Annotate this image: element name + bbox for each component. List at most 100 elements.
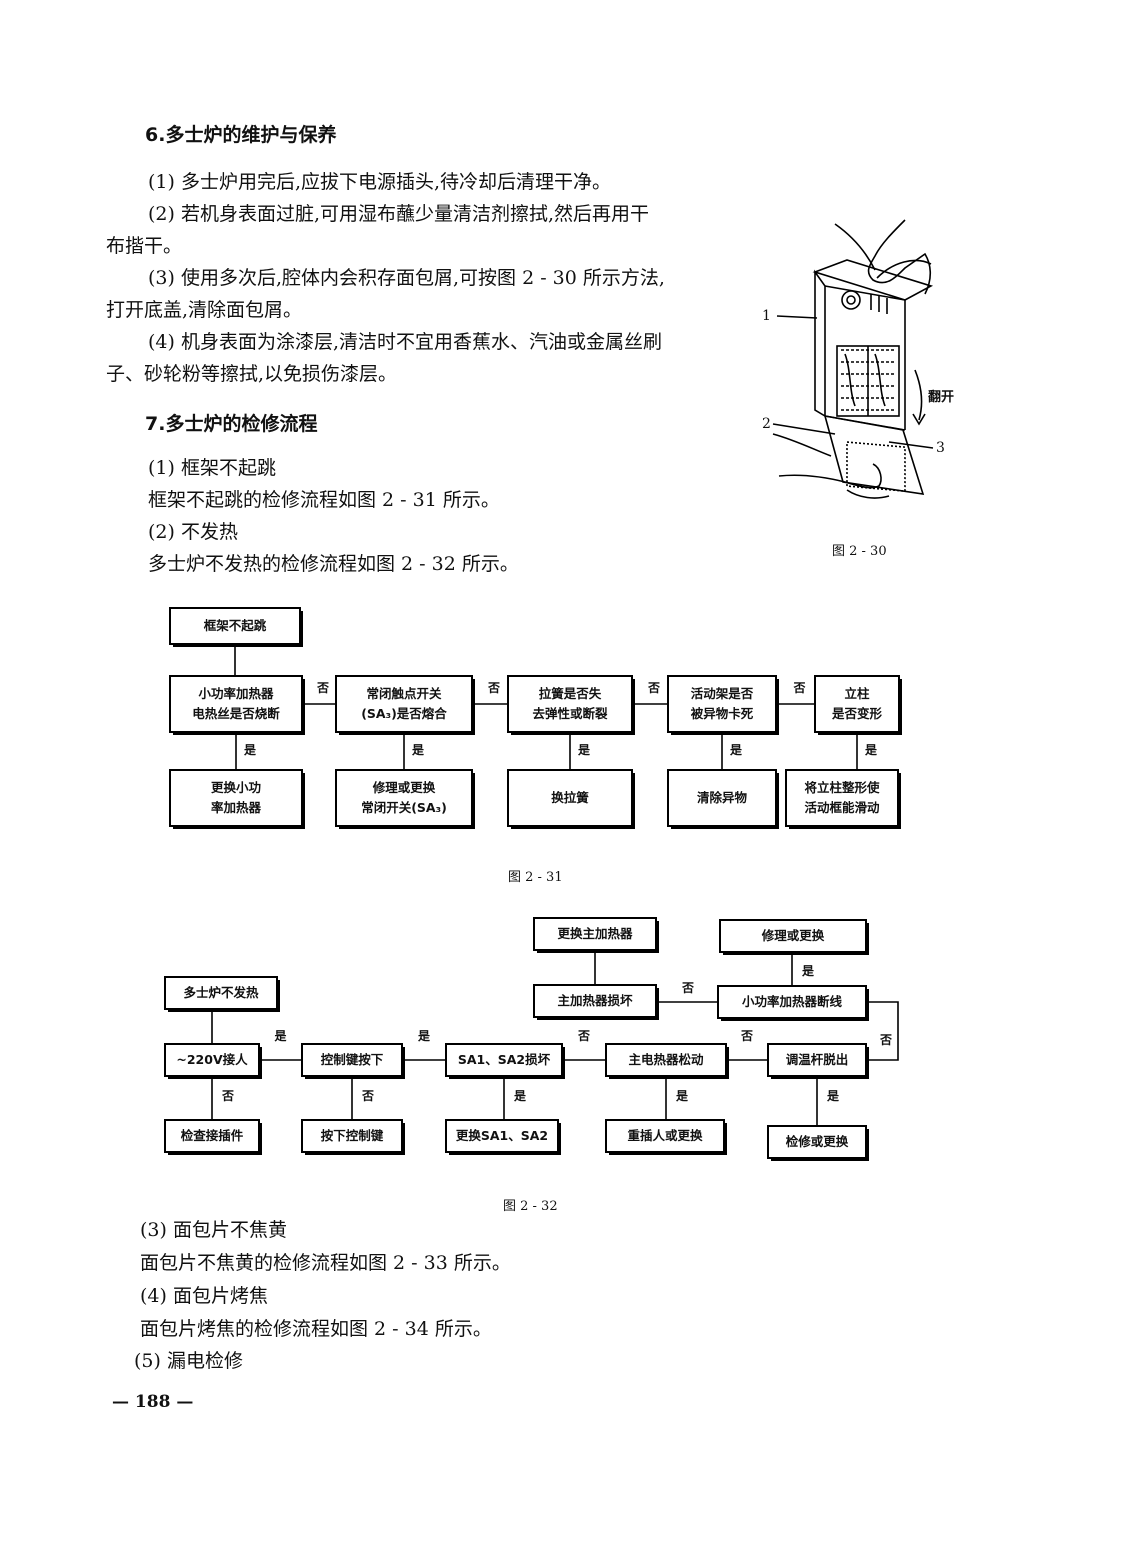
fig232-down-label-2: 否 <box>361 1089 374 1103</box>
tail-item-5: (5) 漏电检修 <box>134 1350 243 1372</box>
fig232-main-broken-box-text: 主加热器损坏 <box>557 993 633 1008</box>
fig231-check-box-4-text-1: 活动架是否 <box>691 686 754 701</box>
fig232-main-box-1-text: ~220V接人 <box>176 1052 248 1067</box>
toaster-cleaning-illustration <box>772 219 934 499</box>
fig232-small-heater-box-text: 小功率加热器断线 <box>741 994 843 1009</box>
fig232-replace-main-box <box>533 917 657 951</box>
fig231-fix-box-1-text-2: 率加热器 <box>211 800 262 815</box>
fig232-fix-box-5-text: 检修或更换 <box>786 1134 849 1149</box>
fig232-main-box-3 <box>445 1043 563 1077</box>
fig232-main-box-5-text: 调温杆脱出 <box>786 1052 849 1067</box>
fig232-right-label-1: 是 <box>273 1029 287 1043</box>
s6-item-4: (4) 机身表面为涂漆层,清洁时不宜用香蕉水、汽油或金属丝刷 <box>148 331 662 353</box>
fig232-repair-box-text: 修理或更换 <box>761 928 825 943</box>
fig231-check-box-3-text-2: 去弹性或断裂 <box>532 706 608 721</box>
fig232-no-loop-label: 否 <box>879 1033 892 1047</box>
fig232-no-loop-connector <box>866 1001 899 1061</box>
section7-title: 7.多士炉的检修流程 <box>145 413 318 435</box>
fig231-fix-box-4 <box>667 769 777 827</box>
fig232-fix-box-4-text: 重插人或更换 <box>627 1128 703 1143</box>
tail-item-4-desc: 面包片烤焦的检修流程如图 2 - 34 所示。 <box>140 1318 492 1340</box>
fig231-start-box-text: 框架不起跳 <box>204 618 267 633</box>
fig232-start-box <box>164 976 278 1010</box>
fig231-check-box-5 <box>814 675 900 733</box>
fig230-label-1: 1 <box>762 308 771 324</box>
fig231-check-box-5-text-2: 是否变形 <box>831 706 883 721</box>
fig231-fix-box-5-text-2: 活动框能滑动 <box>804 800 880 815</box>
s6-item-3-cont: 打开底盖,清除面包屑。 <box>106 299 303 321</box>
fig231-fix-box-2-text-1: 修理或更换 <box>372 780 436 795</box>
fig232-fix-box-1-text: 检查接插件 <box>181 1128 244 1143</box>
fig232-right-label-3: 否 <box>577 1029 590 1043</box>
fig232-start-box-text: 多士炉不发热 <box>183 985 259 1000</box>
fig231-caption: 图 2 - 31 <box>508 870 563 885</box>
fig232-down-label-5: 是 <box>826 1089 840 1103</box>
tail-item-4: (4) 面包片烤焦 <box>140 1285 268 1307</box>
fig231-check-box-1-text-2: 电热丝是否烧断 <box>192 706 280 721</box>
fig231-fix-box-2 <box>335 769 473 827</box>
fig231-check-box-1-text-1: 小功率加热器 <box>197 686 274 701</box>
fig232-main-box-4-text: 主电热器松动 <box>628 1052 704 1067</box>
fig231-yes-label-3: 是 <box>577 743 591 757</box>
fig230-label-3: 3 <box>936 440 945 456</box>
fig231-fix-box-2-text-2: 常闭开关(SA₃) <box>361 800 447 815</box>
fig231-fix-box-5 <box>785 769 899 827</box>
flowchart-no-heating: 多士炉不发热~220V接人检查接插件否是控制键按下按下控制键否是SA1、SA2损… <box>164 917 899 1161</box>
fig231-yes-label-5: 是 <box>864 743 878 757</box>
fig231-no-label-4: 否 <box>792 681 805 695</box>
fig232-main-box-3-text: SA1、SA2损坏 <box>458 1052 551 1067</box>
fig231-no-label-3: 否 <box>647 681 660 695</box>
fig230-caption: 图 2 - 30 <box>832 544 887 559</box>
s6-item-3: (3) 使用多次后,腔体内会积存面包屑,可按图 2 - 30 所示方法, <box>148 267 665 289</box>
s6-item-2-cont: 布揩干。 <box>106 235 183 257</box>
tail-item-3: (3) 面包片不焦黄 <box>140 1219 287 1241</box>
fig232-main-box-5 <box>767 1043 867 1077</box>
fig232-main-box-2-text: 控制键按下 <box>321 1052 384 1067</box>
fig232-repair-box <box>719 919 867 953</box>
fig232-fix-box-3 <box>445 1119 559 1153</box>
page-number: — 188 — <box>112 1392 194 1412</box>
fig232-fix-box-1 <box>164 1119 260 1153</box>
fig232-down-label-4: 是 <box>675 1089 689 1103</box>
fig230-label-2: 2 <box>762 416 771 432</box>
fig231-fix-box-3 <box>507 769 633 827</box>
s7-item-2-desc: 多士炉不发热的检修流程如图 2 - 32 所示。 <box>148 553 519 575</box>
s7-item-1: (1) 框架不起跳 <box>148 457 276 479</box>
fig231-fix-box-4-text: 清除异物 <box>697 790 748 805</box>
fig231-check-box-4-text-2: 被异物卡死 <box>691 706 754 721</box>
fig231-check-box-2 <box>335 675 473 733</box>
fig231-check-box-2-text-1: 常闭触点开关 <box>366 686 442 701</box>
fig230-flip-label: 翻开 <box>928 390 955 405</box>
fig231-check-box-3-text-1: 拉簧是否失 <box>539 686 602 701</box>
s7-item-1-desc: 框架不起跳的检修流程如图 2 - 31 所示。 <box>148 489 500 511</box>
fig232-fix-box-4 <box>605 1119 725 1153</box>
fig232-fix-box-3-text: 更换SA1、SA2 <box>456 1128 548 1143</box>
fig232-right-label-4: 否 <box>740 1029 753 1043</box>
fig232-small-heater-box <box>717 985 867 1019</box>
fig232-main-box-1 <box>164 1043 260 1077</box>
s6-item-2: (2) 若机身表面过脏,可用湿布蘸少量清洁剂擦拭,然后再用干 <box>148 203 650 225</box>
section6-title: 6.多士炉的维护与保养 <box>145 124 337 146</box>
fig231-check-box-3 <box>507 675 633 733</box>
fig232-small-no-label: 否 <box>681 981 694 995</box>
fig231-yes-label-1: 是 <box>243 743 257 757</box>
fig231-fix-box-5-text-1: 将立柱整形使 <box>804 780 880 795</box>
fig231-fix-box-3-text: 换拉簧 <box>551 790 589 805</box>
fig232-caption: 图 2 - 32 <box>503 1199 558 1214</box>
tail-item-3-desc: 面包片不焦黄的检修流程如图 2 - 33 所示。 <box>140 1252 511 1274</box>
fig231-fix-box-1-text-1: 更换小功 <box>211 780 261 795</box>
fig231-no-label-1: 否 <box>316 681 329 695</box>
s6-item-4-cont: 子、砂轮粉等擦拭,以免损伤漆层。 <box>106 363 398 385</box>
fig232-replace-main-box-text: 更换主加热器 <box>557 926 633 941</box>
fig231-check-box-5-text-1: 立柱 <box>844 686 870 701</box>
fig231-no-label-2: 否 <box>487 681 500 695</box>
s6-item-1: (1) 多士炉用完后,应拔下电源插头,待冷却后清理干净。 <box>148 171 612 193</box>
fig232-down-label-3: 是 <box>513 1089 527 1103</box>
fig232-fix-box-2-text: 按下控制键 <box>321 1128 384 1143</box>
fig232-down-label-1: 否 <box>221 1089 234 1103</box>
fig231-check-box-2-text-2: (SA₃)是否熔合 <box>361 706 447 721</box>
fig232-small-yes-label: 是 <box>801 964 815 978</box>
fig231-yes-label-2: 是 <box>411 743 425 757</box>
fig231-yes-label-4: 是 <box>729 743 743 757</box>
